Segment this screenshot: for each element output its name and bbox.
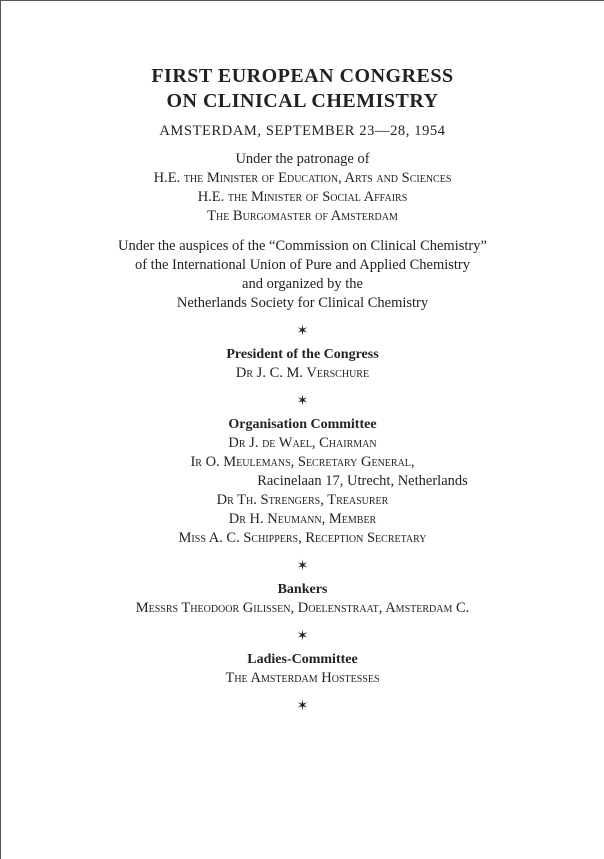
organisation-section: Organisation Committee Dr J. de Wael, Ch… (1, 415, 604, 548)
committee-member: Miss A. C. Schippers, Reception Secretar… (178, 530, 427, 546)
president-heading: President of the Congress (226, 347, 379, 362)
title-line-1: FIRST EUROPEAN CONGRESS (151, 65, 454, 87)
patron-line: H.E. the Minister of Social Affairs (197, 189, 408, 205)
star-separator-icon: ✶ (296, 698, 309, 714)
organisation-heading: Organisation Committee (228, 417, 377, 432)
auspices-line: Netherlands Society for Clinical Chemist… (176, 295, 429, 311)
ladies-section: Ladies-Committee The Amsterdam Hostesses (1, 650, 604, 688)
auspices-line: Under the auspices of the “Commission on… (118, 238, 487, 254)
committee-member: Dr Th. Strengers, Treasurer (216, 492, 389, 508)
patron-line: H.E. the Minister of Education, Arts and… (153, 170, 452, 186)
congress-date-location: AMSTERDAM, SEPTEMBER 23—28, 1954 (159, 123, 446, 139)
page-content: FIRST EUROPEAN CONGRESS ON CLINICAL CHEM… (1, 64, 604, 720)
auspices-section: Under the auspices of the “Commission on… (1, 237, 604, 313)
president-section: President of the Congress Dr J. C. M. Ve… (1, 345, 604, 383)
ladies-text: The Amsterdam Hostesses (225, 670, 380, 686)
auspices-line: of the International Union of Pure and A… (134, 257, 471, 273)
ladies-heading: Ladies-Committee (247, 652, 358, 667)
patron-line: The Burgomaster of Amsterdam (207, 208, 398, 224)
committee-member: Dr H. Neumann, Member (228, 511, 377, 527)
committee-member: Dr J. de Wael, Chairman (228, 435, 377, 451)
title-line-2: ON CLINICAL CHEMISTRY (166, 90, 439, 112)
bankers-section: Bankers Messrs Theodoor Gilissen, Doelen… (1, 580, 604, 618)
star-separator-icon: ✶ (296, 393, 309, 409)
patronage-section: Under the patronage of H.E. the Minister… (1, 150, 604, 226)
bankers-text: Messrs Theodoor Gilissen, Doelenstraat, … (135, 600, 470, 616)
congress-title: FIRST EUROPEAN CONGRESS ON CLINICAL CHEM… (1, 64, 604, 114)
auspices-line: and organized by the (242, 276, 363, 292)
star-separator-icon: ✶ (296, 558, 309, 574)
committee-member-address: Racinelaan 17, Utrecht, Netherlands (257, 473, 468, 489)
star-separator-icon: ✶ (296, 628, 309, 644)
star-separator-icon: ✶ (296, 323, 309, 339)
bankers-heading: Bankers (277, 582, 328, 597)
patronage-intro: Under the patronage of (235, 151, 370, 167)
president-name: Dr J. C. M. Verschure (235, 365, 370, 381)
committee-member: Ir O. Meulemans, Secretary General, (190, 454, 415, 470)
